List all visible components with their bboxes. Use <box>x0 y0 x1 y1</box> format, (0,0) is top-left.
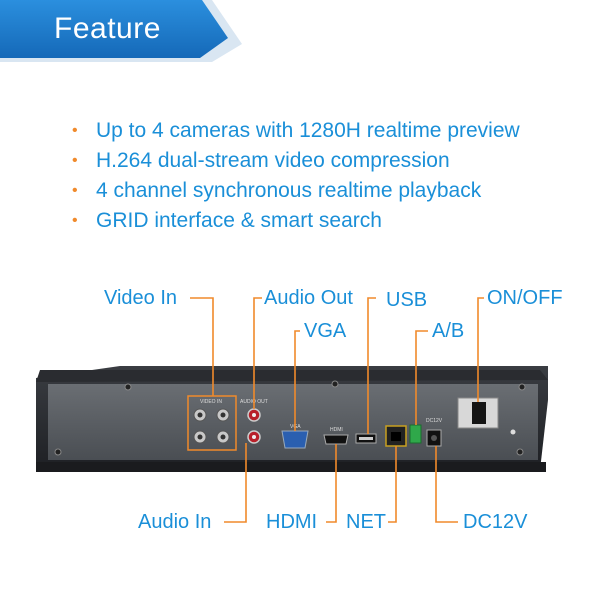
feature-list: • Up to 4 cameras with 1280H realtime pre… <box>72 116 520 236</box>
bullet-icon: • <box>72 122 78 139</box>
callout-hdmi: HDMI <box>266 511 318 533</box>
leader-usb <box>367 297 376 434</box>
feature-text: GRID interface & smart search <box>96 209 382 232</box>
callout-video-in: Video In <box>104 287 178 309</box>
leader-audio-in <box>224 443 247 523</box>
leader-vga <box>294 330 300 431</box>
feature-item: • 4 channel synchronous realtime playback <box>72 176 520 206</box>
leader-lines <box>190 297 484 523</box>
leader-hdmi <box>326 444 337 523</box>
leader-video-in <box>190 297 214 396</box>
panel-label-hdmi: HDMI <box>330 427 343 433</box>
bullet-icon: • <box>72 182 78 199</box>
callout-on-off: ON/OFF <box>487 287 563 309</box>
feature-item: • GRID interface & smart search <box>72 206 520 236</box>
net-port <box>385 425 407 447</box>
hdmi-port: HDMI <box>323 427 349 445</box>
leader-audio-out <box>253 297 262 409</box>
leader-ab <box>415 330 428 425</box>
banner-shape <box>0 0 242 62</box>
video-in-port: VIDEO IN <box>187 395 237 451</box>
callout-dc12v: DC12V <box>463 511 528 533</box>
feature-text: 4 channel synchronous realtime playback <box>96 179 482 202</box>
panel-label-video-in: VIDEO IN <box>200 399 222 405</box>
callout-vga: VGA <box>304 320 347 342</box>
feature-item: • Up to 4 cameras with 1280H realtime pre… <box>72 116 520 146</box>
leader-net <box>388 446 397 523</box>
bullet-icon: • <box>72 152 78 169</box>
feature-text: Up to 4 cameras with 1280H realtime prev… <box>96 119 520 142</box>
feature-item: • H.264 dual-stream video compression <box>72 146 520 176</box>
bullet-icon: • <box>72 212 78 229</box>
header-banner: Feature <box>0 0 600 62</box>
callout-audio-out: Audio Out <box>264 287 353 309</box>
power-switch <box>457 397 516 435</box>
dvr-chassis <box>36 366 548 472</box>
panel-label-dc: DC12V <box>426 418 443 424</box>
feature-text: H.264 dual-stream video compression <box>96 149 450 172</box>
callout-ab: A/B <box>432 320 465 342</box>
callout-usb: USB <box>386 289 428 311</box>
dc12v-port: DC12V <box>426 418 443 447</box>
callout-net: NET <box>346 511 386 533</box>
callout-audio-in: Audio In <box>138 511 212 533</box>
leader-dc12v <box>435 446 458 523</box>
page-title: Feature <box>54 12 161 45</box>
usb-port <box>355 433 377 444</box>
ab-terminal <box>409 424 422 444</box>
leader-on-off <box>477 297 484 402</box>
